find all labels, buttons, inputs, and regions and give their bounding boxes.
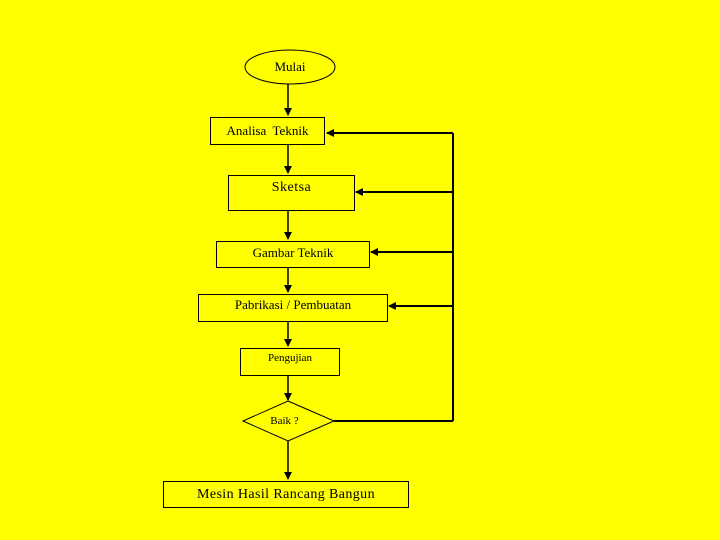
- process-analisa-teknik-label: Analisa Teknik: [226, 123, 309, 138]
- result-mesin-hasil: Mesin Hasil Rancang Bangun: [163, 481, 409, 508]
- process-analisa-teknik: Analisa Teknik: [210, 117, 325, 145]
- process-pabrikasi-label: Pabrikasi / Pembuatan: [234, 297, 352, 312]
- decision-node: Baik ?: [243, 401, 334, 441]
- process-sketsa: Sketsa: [228, 175, 355, 211]
- result-mesin-hasil-label: Mesin Hasil Rancang Bangun: [197, 486, 375, 502]
- process-sketsa-label: Sketsa: [271, 180, 312, 195]
- start-node-label: Mulai: [274, 59, 306, 74]
- start-node-shape: [244, 49, 336, 85]
- process-gambar-teknik: Gambar Teknik: [216, 241, 370, 268]
- process-gambar-teknik-label: Gambar Teknik: [252, 244, 334, 260]
- start-node: Mulai: [245, 50, 335, 84]
- process-pengujian-label: Pengujian: [268, 352, 312, 364]
- process-pengujian: Pengujian: [240, 348, 340, 376]
- decision-node-label: Baik ?: [270, 415, 299, 427]
- process-pabrikasi: Pabrikasi / Pembuatan: [198, 294, 388, 322]
